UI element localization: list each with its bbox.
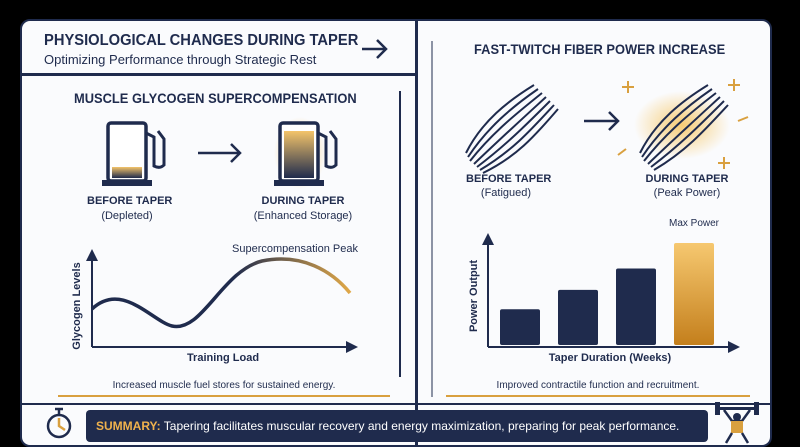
glycogen-before-label: BEFORE TAPER [87, 195, 173, 207]
arrow-right-icon [362, 39, 388, 59]
power-chart-axes [482, 233, 740, 353]
summary-text-wrap: SUMMARY: Tapering facilitates muscular r… [96, 419, 679, 433]
fiber-before-label: BEFORE TAPER [466, 173, 552, 185]
weightlifter-icon [715, 402, 759, 444]
arrow-right-icon [198, 143, 242, 163]
infographic-graphics [22, 21, 770, 445]
glycogen-during-sub: (Enhanced Storage) [253, 210, 353, 222]
glycogen-curve [90, 257, 352, 329]
power-chart-annotation: Max Power [669, 218, 720, 229]
power-bar-max [674, 243, 714, 345]
caption-underline [446, 395, 750, 397]
fiber-during-sub: (Peak Power) [653, 187, 721, 199]
stopwatch-icon [46, 407, 72, 439]
footer-divider [22, 403, 770, 405]
muscle-fiber-icon [617, 79, 749, 171]
glycogen-before-sub: (Depleted) [101, 210, 153, 222]
summary-box [86, 410, 708, 442]
fiber-section-title: FAST-TWITCH FIBER POWER INCREASE [474, 41, 726, 57]
muscle-fiber-icon [465, 84, 559, 174]
caption-underline [58, 395, 390, 397]
summary-text: Tapering facilitates muscular recovery a… [163, 419, 680, 433]
arrow-right-icon [584, 111, 620, 131]
glycogen-chart-ylabel: Glycogen Levels [71, 262, 83, 350]
power-chart-xlabel: Taper Duration (Weeks) [548, 352, 672, 364]
glycogen-chart-annotation: Supercompensation Peak [232, 243, 358, 255]
fiber-caption: Improved contractile function and recrui… [496, 380, 700, 391]
glycogen-chart-axes [86, 249, 358, 353]
power-bar [558, 289, 598, 345]
glycogen-chart-xlabel: Training Load [186, 352, 260, 364]
power-bar [616, 268, 656, 345]
power-bar [500, 309, 540, 345]
page-subtitle: Optimizing Performance through Strategic… [44, 52, 317, 67]
fuel-pump-icon [274, 117, 338, 189]
fuel-pump-icon [102, 121, 166, 186]
glycogen-during-label: DURING TAPER [261, 195, 345, 207]
header-divider [22, 73, 416, 76]
fiber-during-label: DURING TAPER [645, 173, 729, 185]
power-bars [500, 243, 714, 345]
summary-label: SUMMARY: [96, 419, 161, 433]
glycogen-section-title: MUSCLE GLYCOGEN SUPERCOMPENSATION [74, 90, 357, 106]
power-chart-ylabel: Power Output [468, 259, 480, 333]
infographic-card: PHYSIOLOGICAL CHANGES DURING TAPER Optim… [20, 19, 772, 447]
page-title: PHYSIOLOGICAL CHANGES DURING TAPER [44, 32, 359, 49]
fiber-before-sub: (Fatigued) [480, 187, 532, 199]
glycogen-caption: Increased muscle fuel stores for sustain… [112, 380, 336, 391]
center-divider [415, 21, 418, 445]
